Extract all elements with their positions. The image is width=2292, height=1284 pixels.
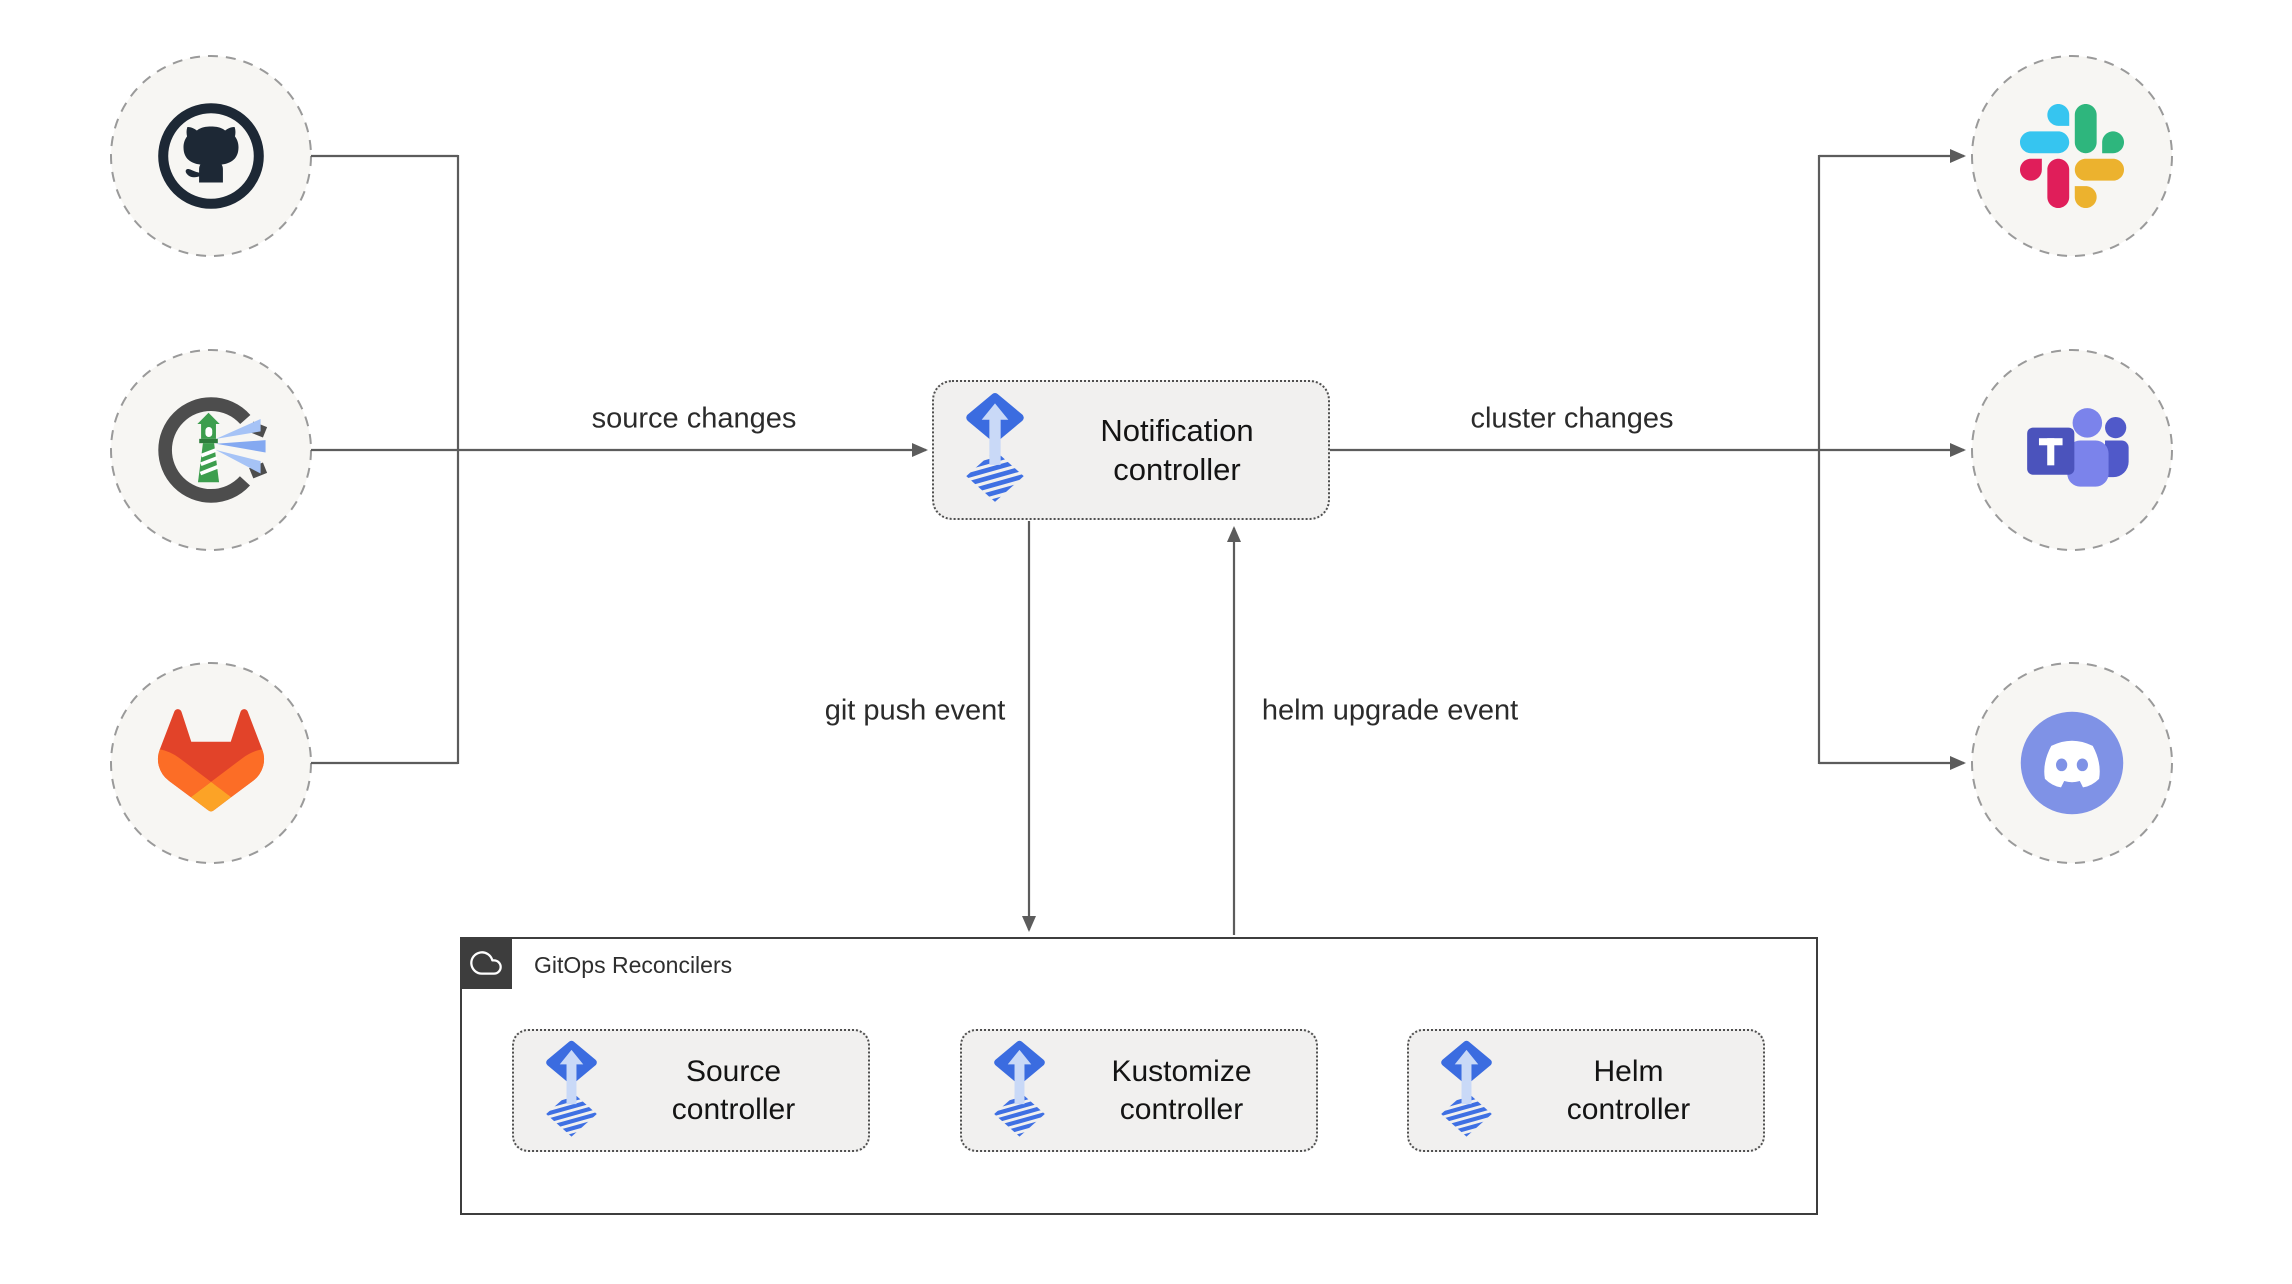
notification-controller-label: Notification controller: [1026, 411, 1328, 489]
kustomize-controller-node: Kustomize controller: [960, 1029, 1318, 1152]
helm-controller-line2: controller: [1566, 1092, 1691, 1126]
gitops-reconcilers-title: GitOps Reconcilers: [534, 952, 733, 978]
source-node-gitlab: [111, 663, 311, 863]
source-controller-line2: controller: [671, 1092, 796, 1126]
edge-label-helm-upgrade-event: helm upgrade event: [1261, 694, 1519, 727]
gitops-reconcilers-container: GitOps Reconcilers Source controller Kus…: [460, 937, 1818, 1215]
flux-icon: [1439, 1039, 1494, 1143]
kustomize-controller-label: Kustomize controller: [1047, 1053, 1316, 1129]
target-node-discord: [1972, 663, 2172, 863]
kustomize-controller-line1: Kustomize: [1111, 1054, 1252, 1088]
helm-controller-node: Helm controller: [1407, 1029, 1765, 1152]
cloud-icon: [470, 947, 502, 979]
gitlab-icon: [153, 705, 269, 821]
target-node-teams: [1972, 350, 2172, 550]
github-icon: [152, 97, 270, 215]
teams-icon: [2013, 391, 2131, 509]
harbor-icon: [149, 388, 273, 512]
slack-icon: [2020, 104, 2124, 208]
discord-icon: [2011, 702, 2133, 824]
edge-label-cluster-changes: cluster changes: [1470, 402, 1674, 435]
source-controller-node: Source controller: [512, 1029, 870, 1152]
notification-controller-node: Notification controller: [932, 380, 1330, 520]
kustomize-controller-line2: controller: [1119, 1092, 1244, 1126]
flux-icon: [964, 391, 1026, 509]
helm-controller-line1: Helm: [1593, 1054, 1664, 1088]
target-node-slack: [1972, 56, 2172, 256]
flux-icon: [544, 1039, 599, 1143]
gitops-reconcilers-badge: [460, 937, 512, 989]
source-node-harbor: [111, 350, 311, 550]
source-node-github: [111, 56, 311, 256]
source-controller-line1: Source: [685, 1054, 782, 1088]
notification-label-line2: controller: [1113, 452, 1241, 487]
helm-controller-label: Helm controller: [1494, 1053, 1763, 1129]
source-controller-label: Source controller: [599, 1053, 868, 1129]
flux-icon: [992, 1039, 1047, 1143]
edge-label-git-push-event: git push event: [824, 694, 1006, 727]
notification-label-line1: Notification: [1100, 413, 1254, 448]
edge-label-source-changes: source changes: [591, 402, 797, 435]
